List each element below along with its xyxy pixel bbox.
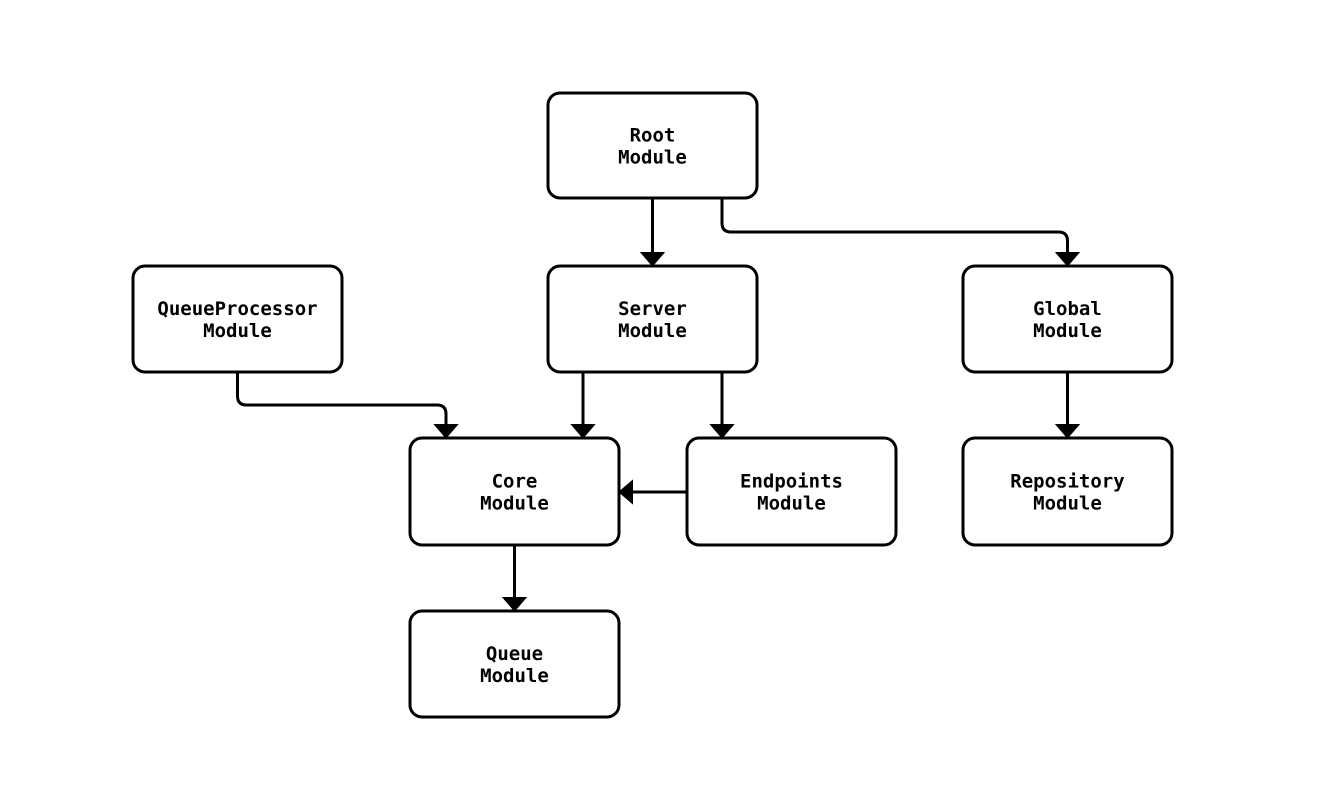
edges-layer [236, 198, 1068, 611]
node-queue-label-line: Module [480, 665, 549, 687]
node-server-label-line: Server [618, 298, 687, 320]
node-core-label-line: Core [492, 470, 538, 492]
node-server-label-line: Module [618, 320, 687, 342]
node-global-label-line: Global [1033, 298, 1102, 320]
node-root-label-line: Root [630, 124, 676, 146]
node-global-box [961, 264, 1174, 374]
node-global-label-line: Module [1033, 320, 1102, 342]
node-repository-box [961, 436, 1174, 547]
node-core-label-line: Module [480, 492, 549, 514]
node-root-label-line: Module [618, 146, 687, 168]
node-queueprocessor-box [131, 264, 344, 374]
node-server-box [546, 264, 759, 374]
node-repository-label-line: Module [1033, 492, 1102, 514]
node-root-box [546, 91, 759, 200]
node-queue-box [408, 609, 621, 719]
node-core-box [408, 436, 621, 547]
node-endpoints-label-line: Endpoints [740, 470, 843, 492]
node-queueprocessor-label-line: Module [203, 320, 272, 342]
node-repository-label-line: Repository [1010, 470, 1124, 492]
edge-root-to-global [720, 198, 1068, 266]
node-endpoints-box [685, 436, 898, 547]
node-queueprocessor-label-line: QueueProcessor [157, 298, 317, 320]
edge-queueprocessor-to-core [236, 372, 447, 438]
node-endpoints-label-line: Module [757, 492, 826, 514]
node-queue-label-line: Queue [486, 643, 543, 665]
